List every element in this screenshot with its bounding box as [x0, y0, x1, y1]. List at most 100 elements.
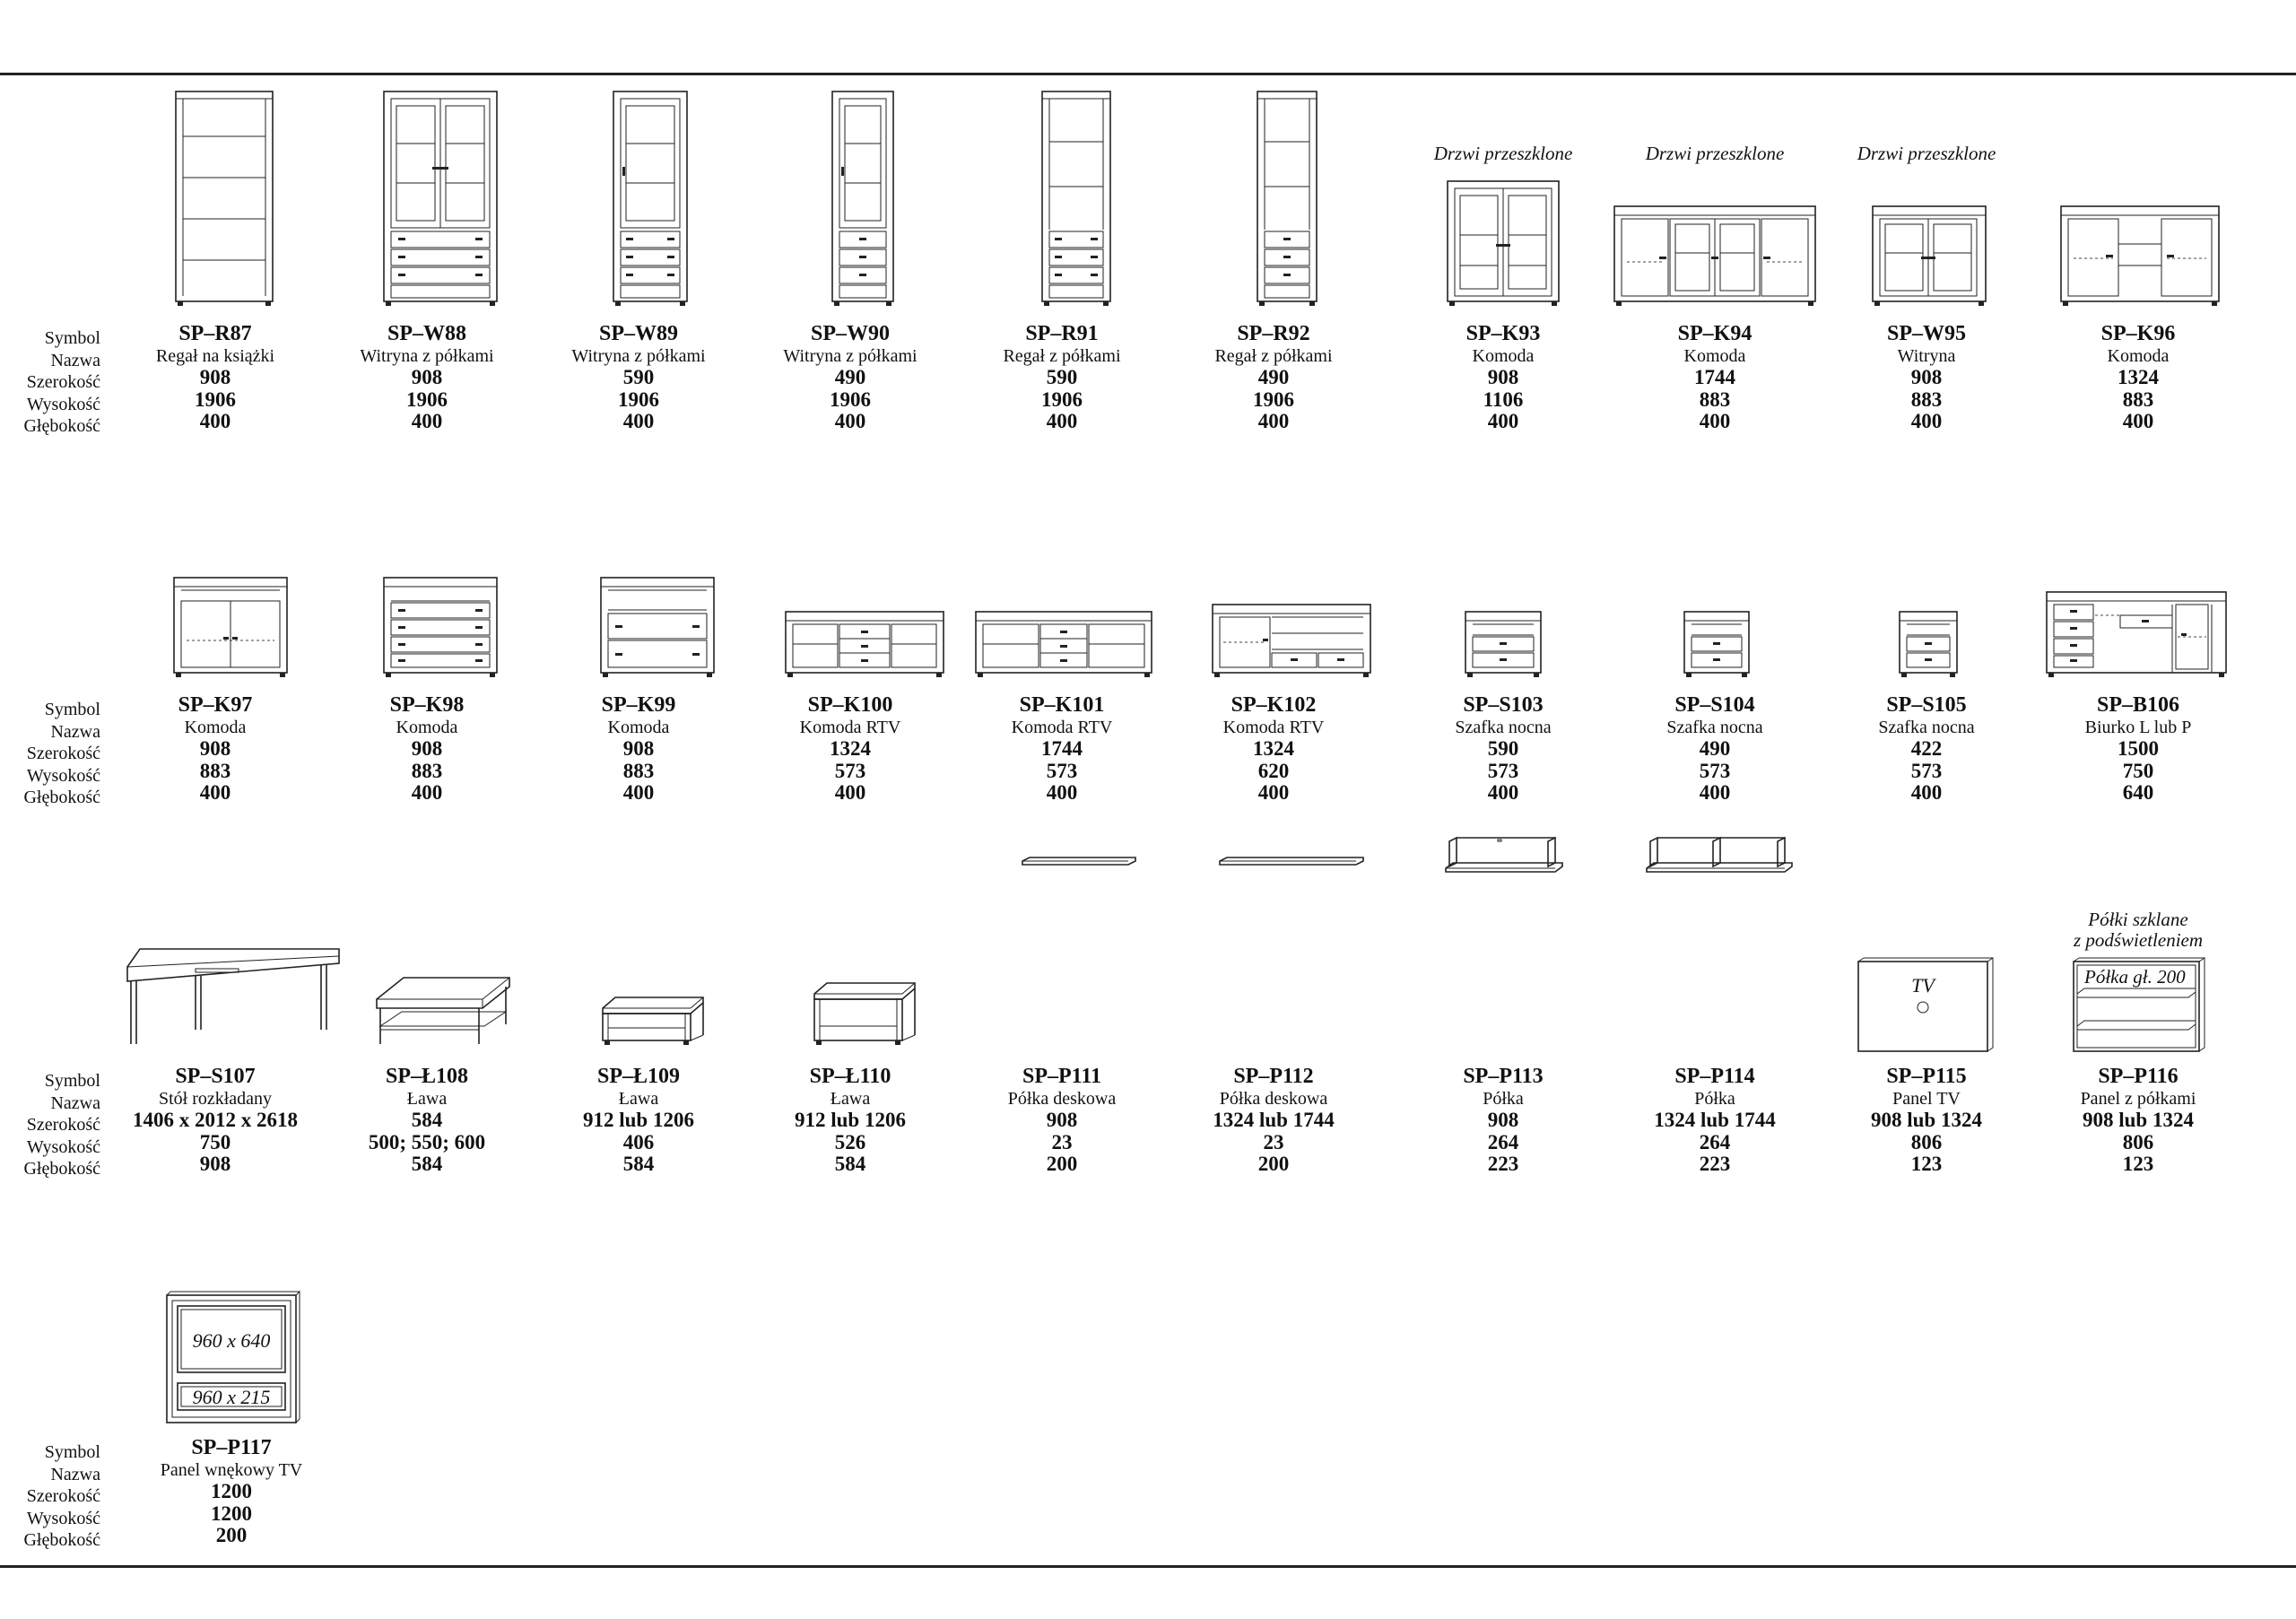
- product-height: 573: [1699, 759, 1731, 782]
- product-spec: SP–K93 Komoda 908 1106 400: [1397, 323, 1609, 433]
- product-height: 573: [1910, 759, 1943, 782]
- product-spec: SP–S103 Szafka nocna 590 573 400: [1397, 694, 1609, 805]
- product-depth: 400: [1910, 410, 1943, 432]
- product-width: 908: [199, 737, 231, 760]
- product-symbol: SP–S105: [1886, 693, 1967, 717]
- product-depth: 584: [622, 1153, 655, 1175]
- glass-doors-note: Drzwi przeszklone: [1857, 143, 1996, 164]
- product-name: Komoda: [607, 718, 670, 737]
- product-height: 883: [411, 759, 443, 782]
- label-symbol: Symbol: [44, 328, 100, 348]
- label-glebokosc: Głębokość: [23, 416, 100, 436]
- product-name: Komoda: [1472, 346, 1535, 366]
- product-height: 806: [2122, 1130, 2154, 1153]
- product-depth: 400: [1257, 781, 1290, 804]
- product-depth: 200: [1046, 1153, 1078, 1175]
- furniture-drawing: [1257, 91, 1318, 306]
- product-name: Panel TV: [1892, 1089, 1961, 1109]
- product-symbol: SP–K102: [1231, 693, 1317, 717]
- product-depth: 400: [199, 410, 231, 432]
- product-depth: 400: [199, 781, 231, 804]
- product-symbol: SP–S103: [1463, 693, 1544, 717]
- product-depth: 400: [2122, 410, 2154, 432]
- product-width: 490: [1699, 737, 1731, 760]
- product-name: Komoda: [396, 718, 458, 737]
- furniture-drawing: [2046, 591, 2227, 677]
- product-symbol: SP–K101: [1019, 693, 1105, 717]
- label-nazwa: Nazwa: [50, 1092, 100, 1113]
- product-width: 908: [411, 366, 443, 388]
- product-name: Panel wnękowy TV: [160, 1460, 303, 1480]
- product-name: Witryna z półkami: [571, 346, 706, 366]
- product-name: Komoda RTV: [1222, 718, 1325, 737]
- product-depth: 400: [622, 410, 655, 432]
- product-height: 1906: [406, 387, 448, 411]
- product-depth: 400: [411, 410, 443, 432]
- product-spec: SP–P113 Półka 908 264 223: [1397, 1066, 1609, 1176]
- furniture-drawing: [1212, 604, 1371, 677]
- product-symbol: SP–Ł110: [809, 1065, 891, 1088]
- product-symbol: SP–K97: [178, 693, 253, 717]
- product-symbol: SP–R91: [1025, 322, 1099, 345]
- product-symbol: SP–W95: [1886, 322, 1966, 345]
- label-wysokosc: Wysokość: [26, 1508, 100, 1528]
- row-labels-4: Symbol Nazwa Szerokość Wysokość Głębokoś…: [0, 1441, 100, 1552]
- product-height: 883: [622, 759, 655, 782]
- product-symbol: SP–P116: [2098, 1065, 2179, 1088]
- product-spec: SP–W95 Witryna 908 883 400: [1821, 323, 2032, 433]
- product-name: Szafka nocna: [1878, 718, 1975, 737]
- product-spec: SP–K99 Komoda 908 883 400: [533, 694, 744, 805]
- product-height: 23: [1051, 1130, 1073, 1153]
- niche-dimensions-bottom: 960 x 215: [193, 1386, 271, 1408]
- label-glebokosc: Głębokość: [23, 1530, 100, 1550]
- label-glebokosc: Głębokość: [23, 788, 100, 807]
- product-name: Komoda RTV: [799, 718, 901, 737]
- product-spec: SP–P117 Panel wnękowy TV 1200 1200 200: [126, 1437, 337, 1547]
- furniture-drawing: [600, 577, 715, 677]
- product-spec: SP–R91 Regał z półkami 590 1906 400: [956, 323, 1168, 433]
- product-spec: SP–Ł110 Ława 912 lub 1206 526 584: [744, 1066, 956, 1176]
- product-name: Witryna z półkami: [360, 346, 494, 366]
- product-spec: SP–Ł109 Ława 912 lub 1206 406 584: [533, 1066, 744, 1176]
- product-spec: SP–W89 Witryna z półkami 590 1906 400: [533, 323, 744, 433]
- product-symbol: SP–Ł109: [596, 1065, 680, 1088]
- product-spec: SP–P115 Panel TV 908 lub 1324 806 123: [1821, 1066, 2032, 1176]
- product-name: Półka: [1483, 1089, 1524, 1109]
- product-name: Regał na książki: [155, 346, 275, 366]
- product-width: 584: [411, 1109, 443, 1131]
- glass-shelves-note: Półki szklane z podświetleniem: [2032, 910, 2244, 951]
- product-depth: 223: [1487, 1153, 1519, 1175]
- product-width: 908: [1487, 1109, 1519, 1131]
- label-szerokosc: Szerokość: [26, 372, 100, 392]
- furniture-drawing: [813, 982, 916, 1045]
- product-spec: SP–Ł108 Ława 584 500; 550; 600 584: [321, 1066, 533, 1176]
- product-height: 1906: [618, 387, 659, 411]
- product-spec: SP–S104 Szafka nocna 490 573 400: [1609, 694, 1821, 805]
- label-symbol: Symbol: [44, 1442, 100, 1462]
- glass-shelves-line-1: Półki szklane: [2088, 909, 2188, 930]
- product-depth: 908: [199, 1153, 231, 1175]
- product-depth: 400: [1699, 781, 1731, 804]
- product-width: 590: [1487, 737, 1519, 760]
- product-width: 590: [1046, 366, 1078, 388]
- glass-doors-note: Drzwi przeszklone: [1645, 143, 1785, 164]
- product-symbol: SP–S104: [1674, 693, 1755, 717]
- product-spec: SP–B106 Biurko L lub P 1500 750 640: [2032, 694, 2244, 805]
- furniture-drawing: [173, 577, 288, 677]
- product-width: 1324: [830, 737, 871, 760]
- product-name: Komoda: [1683, 346, 1746, 366]
- product-name: Biurko L lub P: [2084, 718, 2192, 737]
- product-spec: SP–P114 Półka 1324 lub 1744 264 223: [1609, 1066, 1821, 1176]
- glass-doors-note: Drzwi przeszklone: [1433, 143, 1573, 164]
- product-spec: SP–K100 Komoda RTV 1324 573 400: [744, 694, 956, 805]
- label-nazwa: Nazwa: [50, 1464, 100, 1484]
- product-spec: SP–K98 Komoda 908 883 400: [321, 694, 533, 805]
- furniture-drawing: [1646, 836, 1793, 873]
- product-height: 620: [1257, 759, 1290, 782]
- product-width: 908 lub 1324: [1871, 1109, 1982, 1131]
- product-height: 264: [1699, 1130, 1731, 1153]
- product-width: 1324: [1253, 737, 1294, 760]
- product-depth: 400: [1046, 781, 1078, 804]
- product-symbol: SP–W88: [387, 322, 466, 345]
- furniture-drawing: [1613, 205, 1816, 306]
